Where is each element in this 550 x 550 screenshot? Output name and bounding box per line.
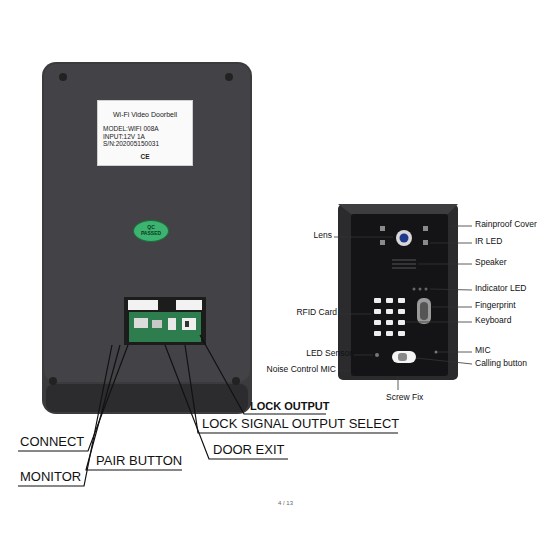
port-label: PAIR BUTTON	[96, 454, 182, 468]
label-line: CE	[103, 153, 187, 160]
callout-label: LED Sensor	[306, 349, 352, 358]
callout-label: Lens	[314, 231, 332, 240]
port-label: CONNECT	[20, 435, 84, 449]
callout-label: Screw Fix	[386, 393, 423, 402]
port-label: LOCK OUTPUT	[250, 400, 329, 412]
callout-label: Calling button	[475, 359, 527, 368]
callout-label: Noise Control MIC	[267, 365, 336, 374]
label-line: INPUT:12V 1A	[103, 133, 187, 140]
label-line: S/N:202005150031	[103, 140, 187, 147]
callout-label: IR LED	[475, 237, 502, 246]
qc-sticker: QC PASSED	[133, 220, 169, 242]
callout-label: Keyboard	[475, 316, 511, 325]
label-line: MODEL:WIFI 008A	[103, 125, 187, 132]
callout-label: Rainproof Cover	[475, 220, 537, 229]
callout-label: Indicator LED	[475, 284, 527, 293]
callout-label: Speaker	[475, 258, 507, 267]
page-number: 4 / 13	[278, 500, 293, 507]
label-heading: Wi-Fi Video Doorbell	[103, 111, 187, 119]
callout-label: Fingerprint	[475, 301, 516, 310]
callout-label: RFID Card	[296, 308, 337, 317]
sticker-text: QC PASSED	[140, 225, 162, 237]
product-label: Wi-Fi Video DoorbellMODEL:WIFI 008AINPUT…	[97, 100, 193, 166]
port-label: MONITOR	[20, 470, 81, 484]
port-label: DOOR EXIT	[213, 443, 285, 457]
callout-label: MIC	[475, 346, 491, 355]
port-label: LOCK SIGNAL OUTPUT SELECT	[202, 417, 399, 431]
